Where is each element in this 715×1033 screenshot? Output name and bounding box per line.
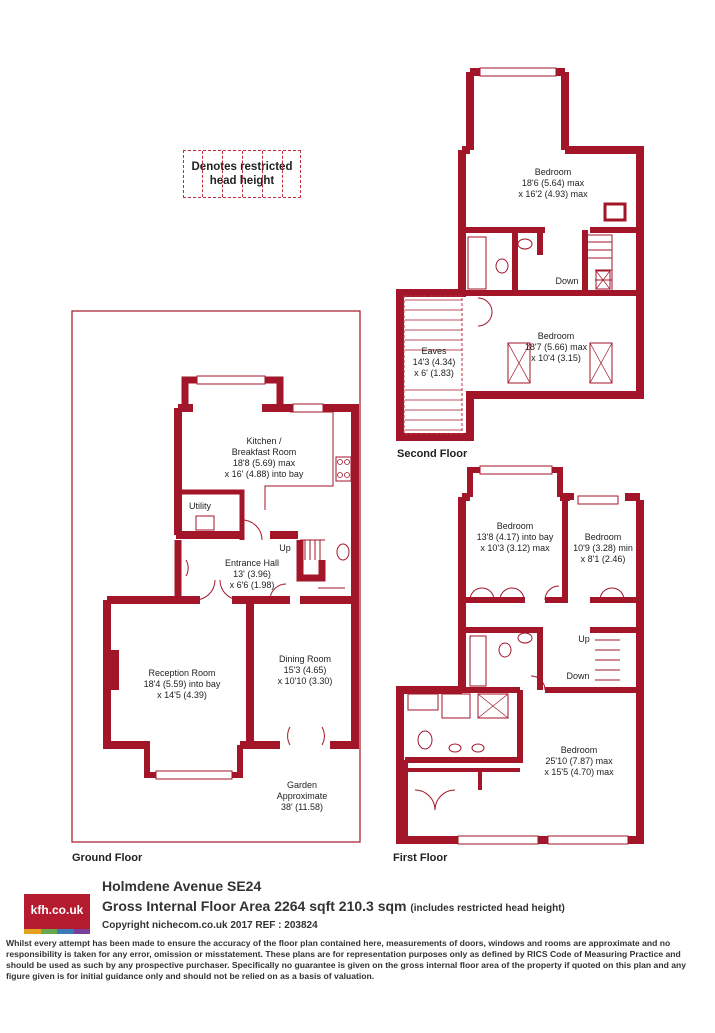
kitchen-bay-window (196, 375, 266, 385)
entrance-walls (174, 540, 326, 600)
first-floor-wardrobes (469, 587, 625, 601)
second-floor-inner (462, 227, 640, 296)
bath-icon (467, 236, 487, 290)
ground-floor-title: Ground Floor (72, 852, 143, 864)
kitchen-window (292, 403, 324, 413)
restricted-area-eaves (403, 295, 463, 435)
room-utility: Utility (189, 501, 211, 511)
utility-sink-icon (195, 515, 215, 531)
stairs-down-first: Down (566, 671, 590, 681)
chimney-breast (107, 650, 119, 690)
first-floor-outer (396, 493, 644, 844)
second-floor-stairs (588, 234, 613, 290)
reception-dining-walls (103, 596, 359, 749)
ground-doors (194, 519, 325, 746)
first-floor-title: First Floor (393, 852, 448, 864)
kfh-logo: kfh.co.uk (24, 894, 90, 934)
first-floor-ensuite-walls (405, 768, 520, 790)
property-address: Holmdene Avenue SE24 (102, 878, 262, 894)
disclaimer: Whilst every attempt has been made to en… (6, 938, 687, 981)
restricted-height-legend: Denotes restricted head height (183, 150, 301, 198)
floor-area: Gross Internal Floor Area 2264 sqft 210.… (102, 898, 565, 914)
legend-line1: Denotes restricted (191, 161, 293, 173)
second-floor-top-bay (466, 68, 569, 150)
ground-plot-boundary (71, 310, 361, 843)
hob-icon (335, 456, 352, 482)
second-floor-title: Second Floor (397, 448, 468, 460)
second-floor-top-window (479, 67, 557, 77)
eaves-stairs (405, 299, 462, 431)
reception-bay-window (155, 770, 233, 780)
stairs-down-second: Down (555, 276, 579, 286)
ground-stairs (300, 539, 325, 560)
stairs-up-first: Up (578, 634, 590, 644)
stairs-up-ground: Up (279, 543, 291, 553)
shower-icon (441, 693, 471, 719)
wc-icon (336, 543, 350, 561)
utility-walls (178, 489, 245, 540)
second-floor-cupboard (603, 202, 627, 222)
copyright: Copyright nichecom.co.uk 2017 REF : 2038… (102, 920, 318, 931)
first-floor-stairs (595, 639, 620, 681)
